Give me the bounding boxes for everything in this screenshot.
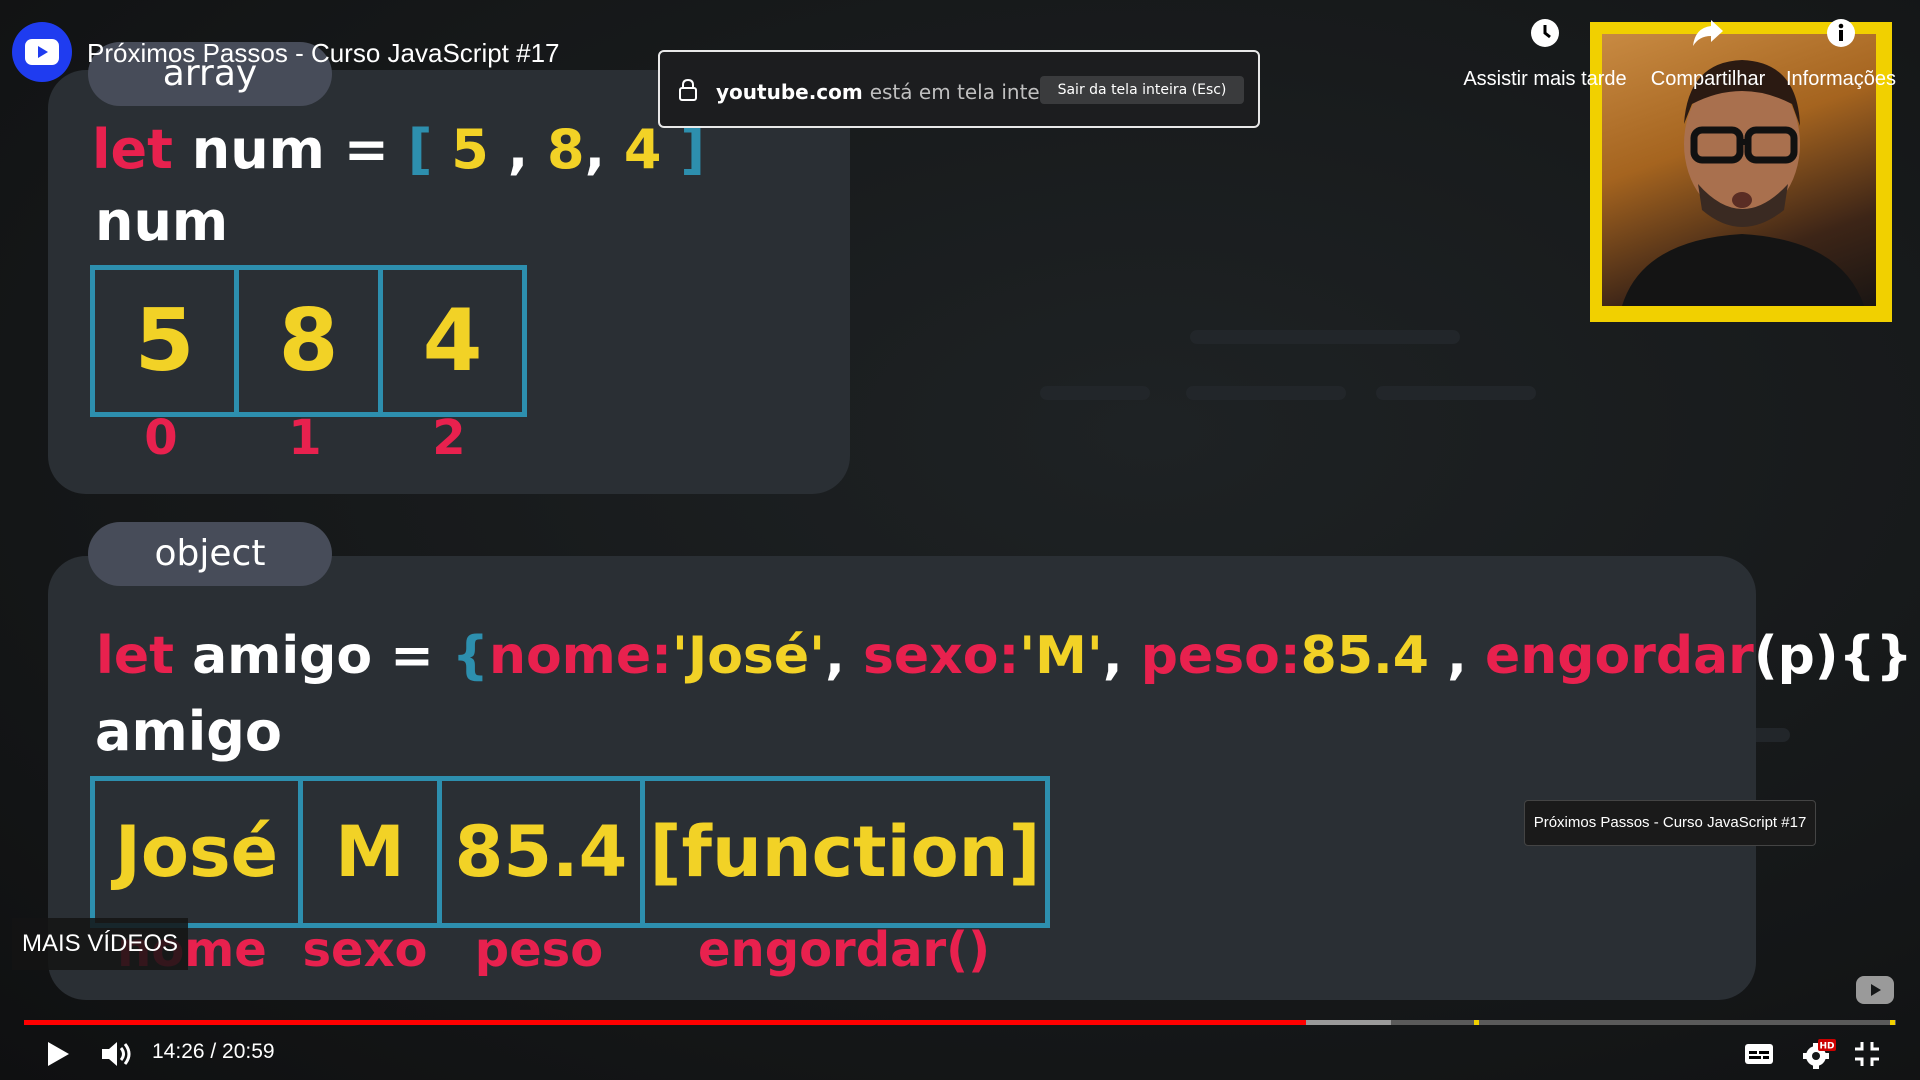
object-key: nome: <box>488 626 672 686</box>
array-name: num <box>95 190 229 253</box>
play-icon <box>48 1042 69 1066</box>
gear-icon: HD <box>1803 1039 1836 1069</box>
more-videos-button[interactable]: MAIS VÍDEOS <box>12 918 188 970</box>
volume-icon <box>102 1042 131 1066</box>
play-button[interactable] <box>44 1036 72 1072</box>
array-cell: 8 <box>239 270 383 412</box>
object-value: 85.4 <box>1300 626 1429 686</box>
object-key-label: sexo <box>302 922 428 978</box>
object-value: 'M' <box>1019 626 1103 686</box>
object-key-label: peso <box>474 922 604 978</box>
comma: , <box>1102 626 1123 686</box>
info-icon <box>1827 19 1855 47</box>
presenter-silhouette <box>1622 60 1864 306</box>
fullscreen-site: youtube.com está em tela inteira <box>716 80 1066 104</box>
chapter-marker <box>1890 1020 1895 1025</box>
open-brace: { <box>451 626 489 686</box>
equals-sign: = <box>390 626 434 686</box>
object-key: engordar <box>1484 626 1754 686</box>
array-index: 2 <box>432 410 466 466</box>
lock-icon <box>679 78 697 101</box>
background-blur <box>1040 386 1150 400</box>
array-cell: 5 <box>95 270 239 412</box>
comma: , <box>1447 626 1467 686</box>
share-button[interactable]: Compartilhar <box>1646 18 1770 91</box>
share-icon <box>1693 20 1723 46</box>
object-cell: José <box>95 781 303 923</box>
object-cell: M <box>303 781 442 923</box>
comma: , <box>825 626 845 686</box>
object-key: peso: <box>1140 626 1301 686</box>
share-label: Compartilhar <box>1650 68 1766 90</box>
youtube-play-icon <box>25 39 59 65</box>
keyword-let: let <box>92 118 173 181</box>
object-value: (p){} <box>1753 626 1913 686</box>
background-blur <box>1190 330 1460 344</box>
array-label: array <box>88 42 332 106</box>
object-code-line: let amigo = {nome:'José', sexo:'M', peso… <box>96 626 1920 686</box>
object-label: object <box>88 522 332 586</box>
equals-sign: = <box>343 118 389 181</box>
array-index: 1 <box>288 410 322 466</box>
end-screen-tooltip[interactable]: Próximos Passos - Curso JavaScript #17 <box>1524 800 1816 846</box>
youtube-watermark-icon[interactable] <box>1856 976 1894 1004</box>
video-title[interactable]: Próximos Passos - Curso JavaScript #17 <box>87 38 560 68</box>
array-value: 4 <box>623 118 662 181</box>
volume-button[interactable] <box>100 1036 134 1072</box>
fullscreen-text: está em tela inteira <box>869 80 1066 104</box>
watch-later-button[interactable]: Assistir mais tarde <box>1462 18 1628 91</box>
array-index: 0 <box>144 410 178 466</box>
progress-bar[interactable] <box>24 1020 1896 1025</box>
object-cell: 85.4 <box>442 781 645 923</box>
background-blur <box>1376 386 1536 400</box>
exit-fullscreen-button[interactable]: Sair da tela inteira (Esc) <box>1040 76 1244 104</box>
array-value: 8 <box>547 118 585 181</box>
array-cell: 4 <box>422 291 483 391</box>
object-value: 'José' <box>671 626 826 686</box>
var-name: amigo <box>192 626 373 686</box>
object-name: amigo <box>95 700 282 763</box>
presenter-camera <box>1590 22 1892 322</box>
svg-text:HD: HD <box>1819 1042 1834 1052</box>
array-value: 5 <box>451 118 489 181</box>
settings-button[interactable]: HD <box>1800 1036 1838 1072</box>
subtitles-icon <box>1745 1044 1773 1064</box>
watch-later-label: Assistir mais tarde <box>1463 68 1627 90</box>
exit-fullscreen-control[interactable] <box>1852 1036 1882 1072</box>
exit-fullscreen-icon <box>1855 1042 1879 1066</box>
comma: , <box>584 118 606 181</box>
clock-icon <box>1531 19 1559 47</box>
object-key-label: engordar() <box>697 922 991 978</box>
info-button[interactable]: Informações <box>1782 18 1900 91</box>
array-cells: 5 8 4 <box>90 265 527 417</box>
channel-avatar[interactable] <box>12 22 72 82</box>
background-blur <box>1186 386 1346 400</box>
object-cells: José M 85.4 [function] <box>90 776 1050 928</box>
comma: , <box>507 118 529 181</box>
open-bracket: [ <box>407 118 433 181</box>
close-bracket: ] <box>680 118 705 181</box>
fullscreen-banner: youtube.com está em tela inteira Sair da… <box>658 50 1260 128</box>
played-bar <box>24 1020 1307 1025</box>
subtitles-button[interactable] <box>1744 1036 1774 1072</box>
presenter-video <box>1602 34 1876 306</box>
array-code-line: let num = [ 5 , 8, 4 ] <box>92 118 705 181</box>
object-key: sexo: <box>862 626 1020 686</box>
chapter-marker <box>1474 1020 1479 1025</box>
keyword-let: let <box>96 626 174 686</box>
site-domain: youtube.com <box>716 80 863 104</box>
object-cell: [function] <box>649 811 1041 893</box>
array-panel <box>48 70 850 494</box>
info-label: Informações <box>1785 68 1897 90</box>
time-display: 14:26 / 20:59 <box>152 1040 275 1063</box>
var-name: num <box>191 118 325 181</box>
